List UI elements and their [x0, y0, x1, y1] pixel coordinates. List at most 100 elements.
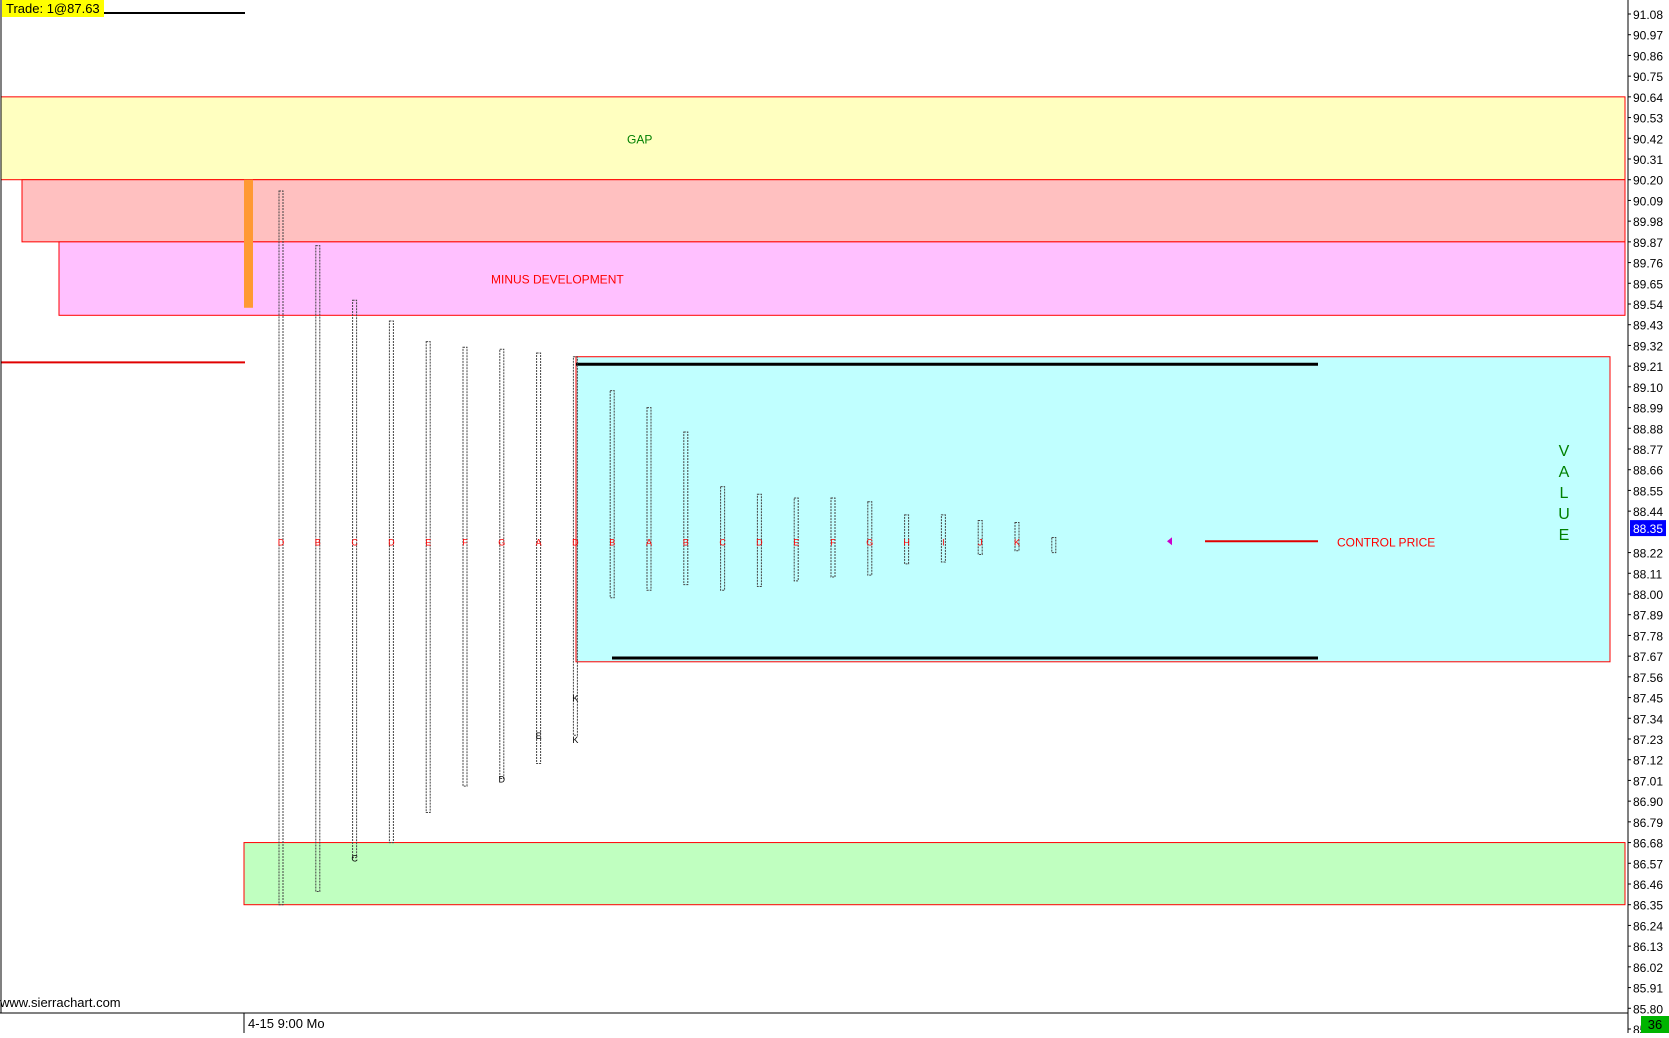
y-tick-label: 90.53	[1633, 112, 1663, 126]
profile-column-p	[830, 497, 836, 578]
value-label-letter: U	[1558, 506, 1570, 523]
value-label-letter: L	[1560, 485, 1569, 502]
poc-letter: D	[278, 537, 285, 547]
y-tick-label: 89.65	[1633, 277, 1663, 291]
zone-minus-development	[58, 241, 1626, 316]
y-tick-label: 86.13	[1633, 940, 1663, 954]
y-tick-label: 89.87	[1633, 236, 1663, 250]
y-tick-label: 90.64	[1633, 91, 1663, 105]
zone-value	[575, 356, 1611, 663]
profile-column-g	[499, 348, 505, 780]
profile-column-f	[462, 346, 468, 787]
y-tick-label: 87.23	[1633, 733, 1663, 747]
y-tick-label: 91.08	[1633, 8, 1663, 22]
y-tick-label: 88.22	[1633, 547, 1663, 561]
poc-letter: B	[315, 537, 321, 547]
watermark-text[interactable]: www.sierrachart.com	[0, 995, 121, 1010]
y-tick-label: 90.09	[1633, 194, 1663, 208]
y-tick-label: 87.67	[1633, 650, 1663, 664]
current-price-box	[1630, 520, 1666, 537]
poc-letter: D	[388, 537, 395, 547]
y-tick-label: 87.01	[1633, 774, 1663, 788]
y-tick-label: 90.42	[1633, 132, 1663, 146]
poc-letter: I	[942, 537, 945, 547]
y-tick-label: 86.68	[1633, 837, 1663, 851]
y-tick-label: 87.34	[1633, 712, 1663, 726]
y-tick-label: 86.46	[1633, 878, 1663, 892]
orange-range-bar	[244, 179, 253, 308]
tail-letter: K	[572, 735, 578, 745]
zone-red	[21, 179, 1626, 243]
y-tick-label: 86.24	[1633, 919, 1663, 933]
y-tick-label: 85.91	[1633, 982, 1663, 996]
profile-column-j	[609, 390, 615, 599]
y-tick-label: 88.88	[1633, 422, 1663, 436]
y-tick-label: 88.11	[1633, 567, 1662, 581]
tail-letter: E	[536, 731, 542, 741]
poc-letter: E	[425, 537, 431, 547]
y-tick-label: 89.76	[1633, 257, 1663, 271]
y-tick-label: 87.56	[1633, 671, 1663, 685]
profile-column-d	[388, 320, 394, 844]
minus-development-label: MINUS DEVELOPMENT	[491, 273, 624, 287]
y-tick-label: 87.45	[1633, 692, 1663, 706]
y-tick-label: 90.20	[1633, 174, 1663, 188]
y-tick-label: 87.78	[1633, 629, 1663, 643]
y-tick-label: 89.10	[1633, 381, 1663, 395]
profile-column-a	[278, 190, 284, 906]
profile-column-u	[1014, 521, 1020, 552]
poc-letter: D	[572, 537, 579, 547]
y-tick-label: 90.31	[1633, 153, 1663, 167]
y-tick-label: 90.75	[1633, 70, 1663, 84]
current-price-label: 88.35	[1633, 522, 1663, 536]
poc-letter: E	[793, 537, 799, 547]
y-tick-label: 89.54	[1633, 298, 1663, 312]
profile-column-q	[867, 501, 873, 576]
bar-count-badge: 36	[1641, 1016, 1669, 1033]
poc-letter: F	[462, 537, 468, 547]
y-tick-label: 86.57	[1633, 857, 1663, 871]
y-tick-label: 90.86	[1633, 49, 1663, 63]
profile-column-t	[977, 520, 983, 555]
profile-column-i	[572, 356, 578, 736]
y-tick-label: 89.21	[1633, 360, 1663, 374]
y-tick-label: 88.44	[1633, 505, 1663, 519]
y-tick-label: 87.89	[1633, 609, 1663, 623]
y-tick-label: 89.98	[1633, 215, 1663, 229]
profile-column-e	[425, 341, 431, 813]
y-tick-label: 85.80	[1633, 1002, 1663, 1016]
profile-column-c	[352, 299, 358, 859]
profile-column-r	[904, 514, 910, 565]
y-tick-label: 88.55	[1633, 484, 1663, 498]
y-tick-label: 88.77	[1633, 443, 1663, 457]
profile-column-o	[793, 497, 799, 582]
y-tick-label: 88.66	[1633, 464, 1663, 478]
poc-letter: B	[609, 537, 615, 547]
profile-column-b	[315, 245, 321, 893]
gap-label: GAP	[627, 132, 652, 146]
poc-letter: F	[830, 537, 836, 547]
time-axis-label: 4-15 9:00 Mo	[248, 1016, 325, 1031]
control-price-label: CONTROL PRICE	[1337, 535, 1435, 549]
poc-letter: K	[1014, 537, 1020, 547]
poc-letter: C	[719, 537, 726, 547]
poc-letter: G	[866, 537, 873, 547]
profile-column-l	[683, 431, 689, 586]
tail-letter: D	[499, 775, 506, 785]
y-tick-label: 88.00	[1633, 588, 1663, 602]
poc-letter: J	[978, 537, 983, 547]
profile-column-s	[940, 514, 946, 563]
tail-letter: K	[572, 694, 578, 704]
poc-letter: H	[903, 537, 910, 547]
profile-column-n	[756, 493, 762, 587]
tail-letter: C	[351, 854, 358, 864]
profile-column-m	[720, 486, 726, 591]
profile-column-h	[536, 352, 542, 764]
poc-letter: C	[351, 537, 358, 547]
poc-letter: A	[536, 537, 542, 547]
value-label-letter: A	[1559, 464, 1570, 481]
poc-letter: D	[756, 537, 763, 547]
zone-gap	[0, 96, 1626, 181]
control-price-marker	[1167, 537, 1172, 546]
